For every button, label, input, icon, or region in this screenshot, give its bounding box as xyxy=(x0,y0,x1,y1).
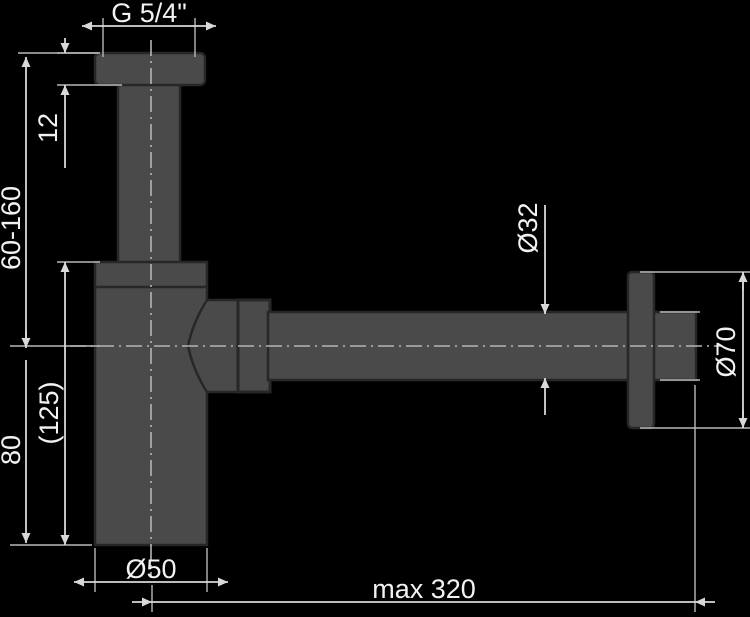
wall-flange xyxy=(626,270,656,430)
dimension-lines-group xyxy=(21,21,748,607)
dim-label-body-height: (125) xyxy=(34,381,64,444)
dim-label-flange-thickness: 12 xyxy=(33,113,63,143)
dim-label-flange-diameter: Ø70 xyxy=(711,326,741,377)
inlet-pipe xyxy=(116,82,182,268)
dimension-text-group: G 5/4" 12 60-160 80 (125) Ø50 Ø32 Ø70 ma… xyxy=(0,0,741,604)
part-body-group xyxy=(93,51,698,547)
dim-label-outlet-height: 80 xyxy=(0,435,26,465)
dim-label-pipe-diameter: Ø32 xyxy=(513,202,543,253)
dim-label-inlet-thread: G 5/4" xyxy=(111,0,187,28)
inlet-flange xyxy=(93,51,207,87)
dim-label-max-projection: max 320 xyxy=(372,574,476,604)
center-lines-group xyxy=(70,40,722,578)
dim-label-height-range: 60-160 xyxy=(0,186,26,270)
dim-label-body-diameter: Ø50 xyxy=(125,554,176,584)
